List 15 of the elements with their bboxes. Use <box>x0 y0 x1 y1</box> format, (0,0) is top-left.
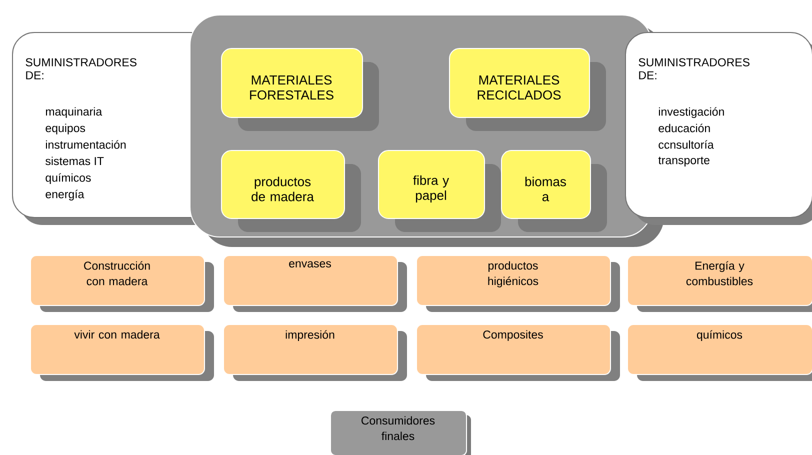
material-box: MATERIALES FORESTALES <box>221 48 379 131</box>
product-box: Construcción con madera <box>30 255 214 312</box>
product-box: Energía y combustibles <box>627 255 812 312</box>
product-box: Composites <box>416 324 620 381</box>
material-box: biomas a <box>501 150 607 232</box>
product-box: químicos <box>627 324 812 381</box>
consumer-box: Consumidores finales <box>330 410 471 455</box>
product-box: productos higiénicos <box>416 255 620 312</box>
product-box: vivir con madera <box>30 324 214 381</box>
supplier-box: SUMINISTRADORES DE: investigación educación ccnsultoría transporte <box>625 32 812 225</box>
material-box: fibra y papel <box>378 150 501 232</box>
material-box: productos de madera <box>221 150 361 232</box>
product-box: envases <box>223 255 407 312</box>
material-box: MATERIALES RECICLADOS <box>449 48 606 131</box>
product-box: impresión <box>223 324 407 381</box>
